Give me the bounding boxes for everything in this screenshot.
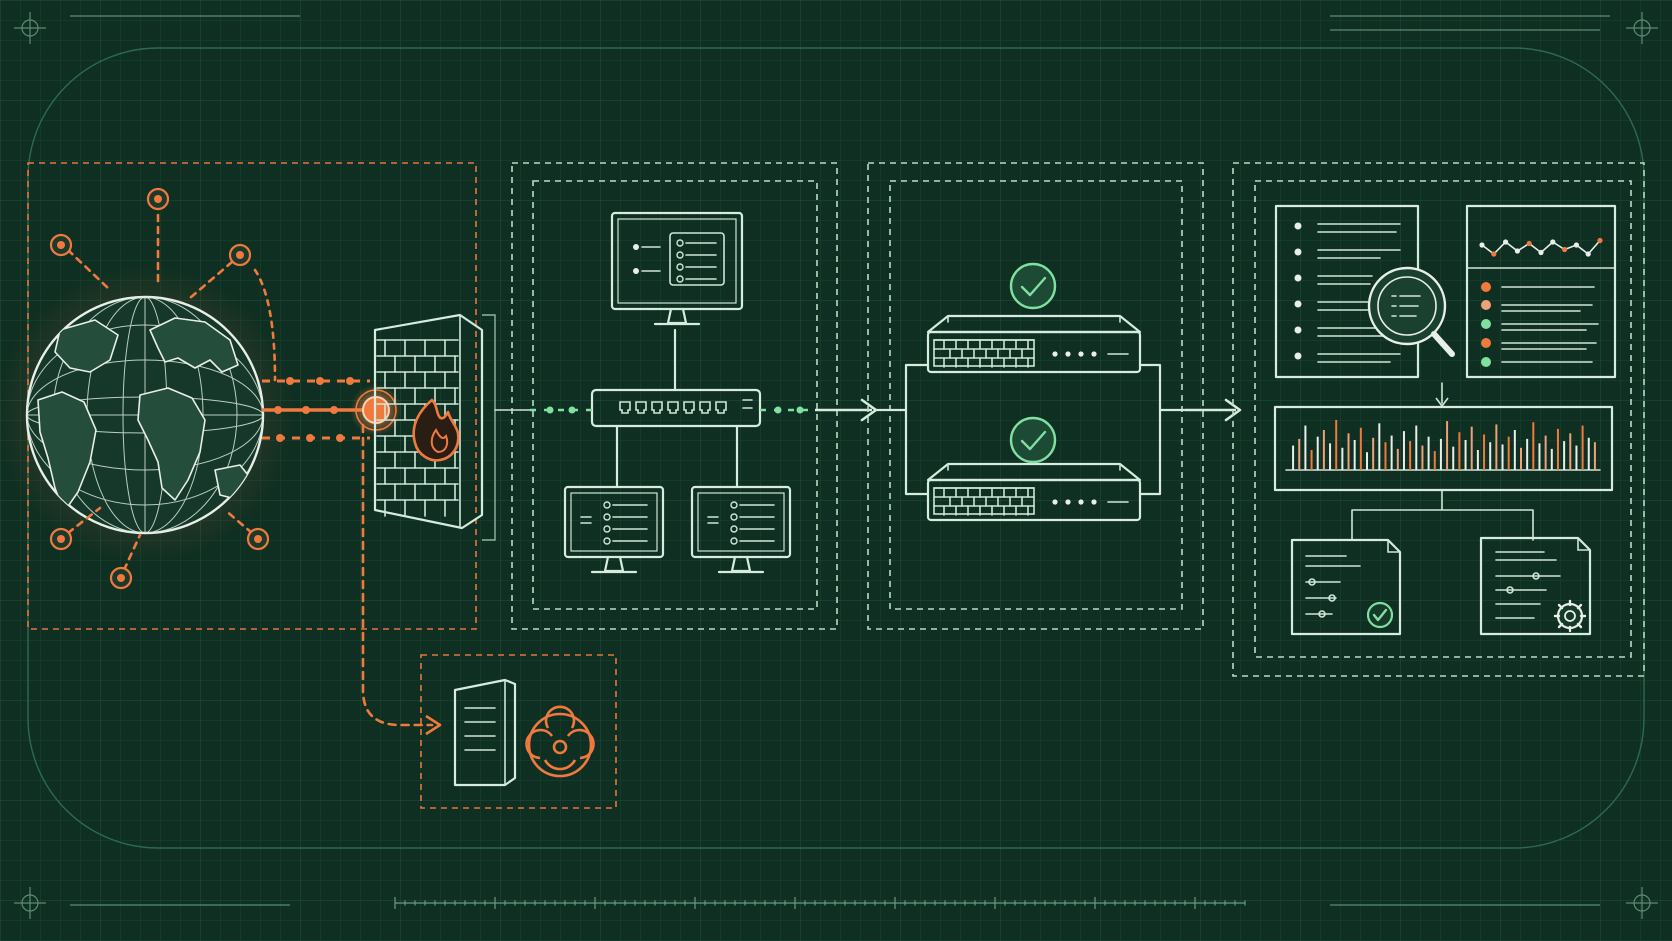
sparkline-point (1526, 240, 1532, 247)
check-circle-icon (1009, 416, 1057, 464)
monitor-screen (563, 485, 665, 559)
router-front-face (926, 478, 1142, 522)
biohazard-icon (525, 705, 595, 778)
monitor-icon[interactable] (610, 211, 744, 326)
status-led (1065, 499, 1071, 505)
quarantine-zone (420, 654, 617, 809)
router-front-face (926, 330, 1142, 374)
ui-line (580, 516, 592, 524)
check-circle-icon (1009, 262, 1057, 310)
endpoint-node[interactable] (49, 233, 112, 292)
status-panel[interactable] (1465, 204, 1617, 379)
ui-toggle (730, 537, 738, 545)
switch-port (651, 401, 663, 414)
sparkline-point (1491, 251, 1497, 257)
ui-line (707, 516, 719, 524)
switch-port (667, 401, 679, 414)
monitor-screen (690, 485, 792, 559)
flame-icon (412, 398, 460, 462)
endpoint-node[interactable] (146, 187, 170, 287)
ui-dot (633, 268, 639, 274)
monitor-bezel (617, 218, 737, 304)
status-led (1091, 351, 1097, 357)
bar-chart-icon[interactable] (1273, 405, 1614, 492)
report-links (1351, 489, 1534, 541)
sparkline-point (1550, 239, 1556, 245)
router-edge (947, 315, 1121, 323)
sparkline-point (1562, 246, 1568, 253)
merge-connector (1138, 363, 1187, 496)
switch-port (635, 401, 647, 414)
sparkline-point (1597, 237, 1603, 244)
monitor-screen (610, 211, 744, 311)
router-appliance-icon[interactable] (926, 462, 1142, 522)
ui-toggle (730, 501, 738, 509)
ui-toggle (603, 525, 611, 533)
monitor-bezel (570, 492, 658, 552)
switch-port (699, 401, 711, 414)
status-led (1078, 499, 1084, 505)
monitor-icon[interactable] (563, 485, 665, 574)
quarantine-path (361, 423, 442, 736)
ui-line (641, 246, 661, 272)
server-tower-icon (453, 678, 517, 787)
lan-traffic (530, 406, 815, 414)
bottom-ruler (394, 897, 1246, 909)
internet-zone (0, 162, 477, 630)
sparkline-point (1585, 251, 1591, 257)
monitor-icon[interactable] (690, 485, 792, 574)
endpoint-node[interactable] (49, 506, 102, 551)
sparkline-point (1514, 248, 1520, 254)
globe-icon (0, 265, 295, 565)
sparkline-point (1503, 239, 1509, 245)
ui-toggle (603, 513, 611, 521)
monitor-bezel (697, 492, 785, 552)
validation-zone (867, 162, 1204, 630)
lan-zone (511, 162, 838, 630)
magnifier-icon (1367, 266, 1455, 357)
gear-icon (1553, 599, 1587, 633)
switch-port (683, 401, 695, 414)
sparkline-point (1479, 242, 1485, 248)
log-document-icon[interactable] (1274, 204, 1455, 379)
ui-toggle (603, 537, 611, 545)
status-led (1052, 499, 1058, 505)
ui-toggle (676, 239, 684, 247)
sparkline-point (1573, 242, 1579, 248)
flow-arrow (1185, 398, 1242, 422)
ui-toggle (730, 513, 738, 521)
endpoint-link (253, 268, 277, 382)
sparkline-chart (1479, 237, 1603, 257)
ui-toggle (676, 251, 684, 259)
corner-crosshairs (14, 12, 1658, 919)
switch-port (619, 401, 631, 414)
router-edge (947, 463, 1121, 471)
analytics-zone (1232, 162, 1645, 677)
internet-endpoints (49, 187, 277, 590)
ui-toggle (730, 525, 738, 533)
sparkline-point (1538, 249, 1544, 256)
status-led (1052, 351, 1058, 357)
report-document-icon[interactable] (1290, 538, 1402, 636)
firewall-brick-wall-icon[interactable] (373, 313, 496, 541)
endpoint-node[interactable] (109, 533, 142, 590)
status-led (1065, 351, 1071, 357)
endpoint-node[interactable] (188, 243, 252, 300)
split-connector (874, 363, 930, 496)
report-document-icon[interactable] (1479, 536, 1592, 636)
ui-toggle (676, 263, 684, 271)
ui-panel (669, 232, 725, 286)
endpoint-node[interactable] (223, 508, 270, 551)
lan-links (615, 328, 739, 489)
router-appliance-icon[interactable] (926, 314, 1142, 374)
ui-dot (633, 244, 639, 250)
ui-toggle (603, 501, 611, 509)
status-led (1078, 351, 1084, 357)
status-led (1091, 499, 1097, 505)
switch-port (715, 401, 727, 414)
check-circle-icon (1366, 601, 1394, 629)
ui-toggle (676, 275, 684, 283)
